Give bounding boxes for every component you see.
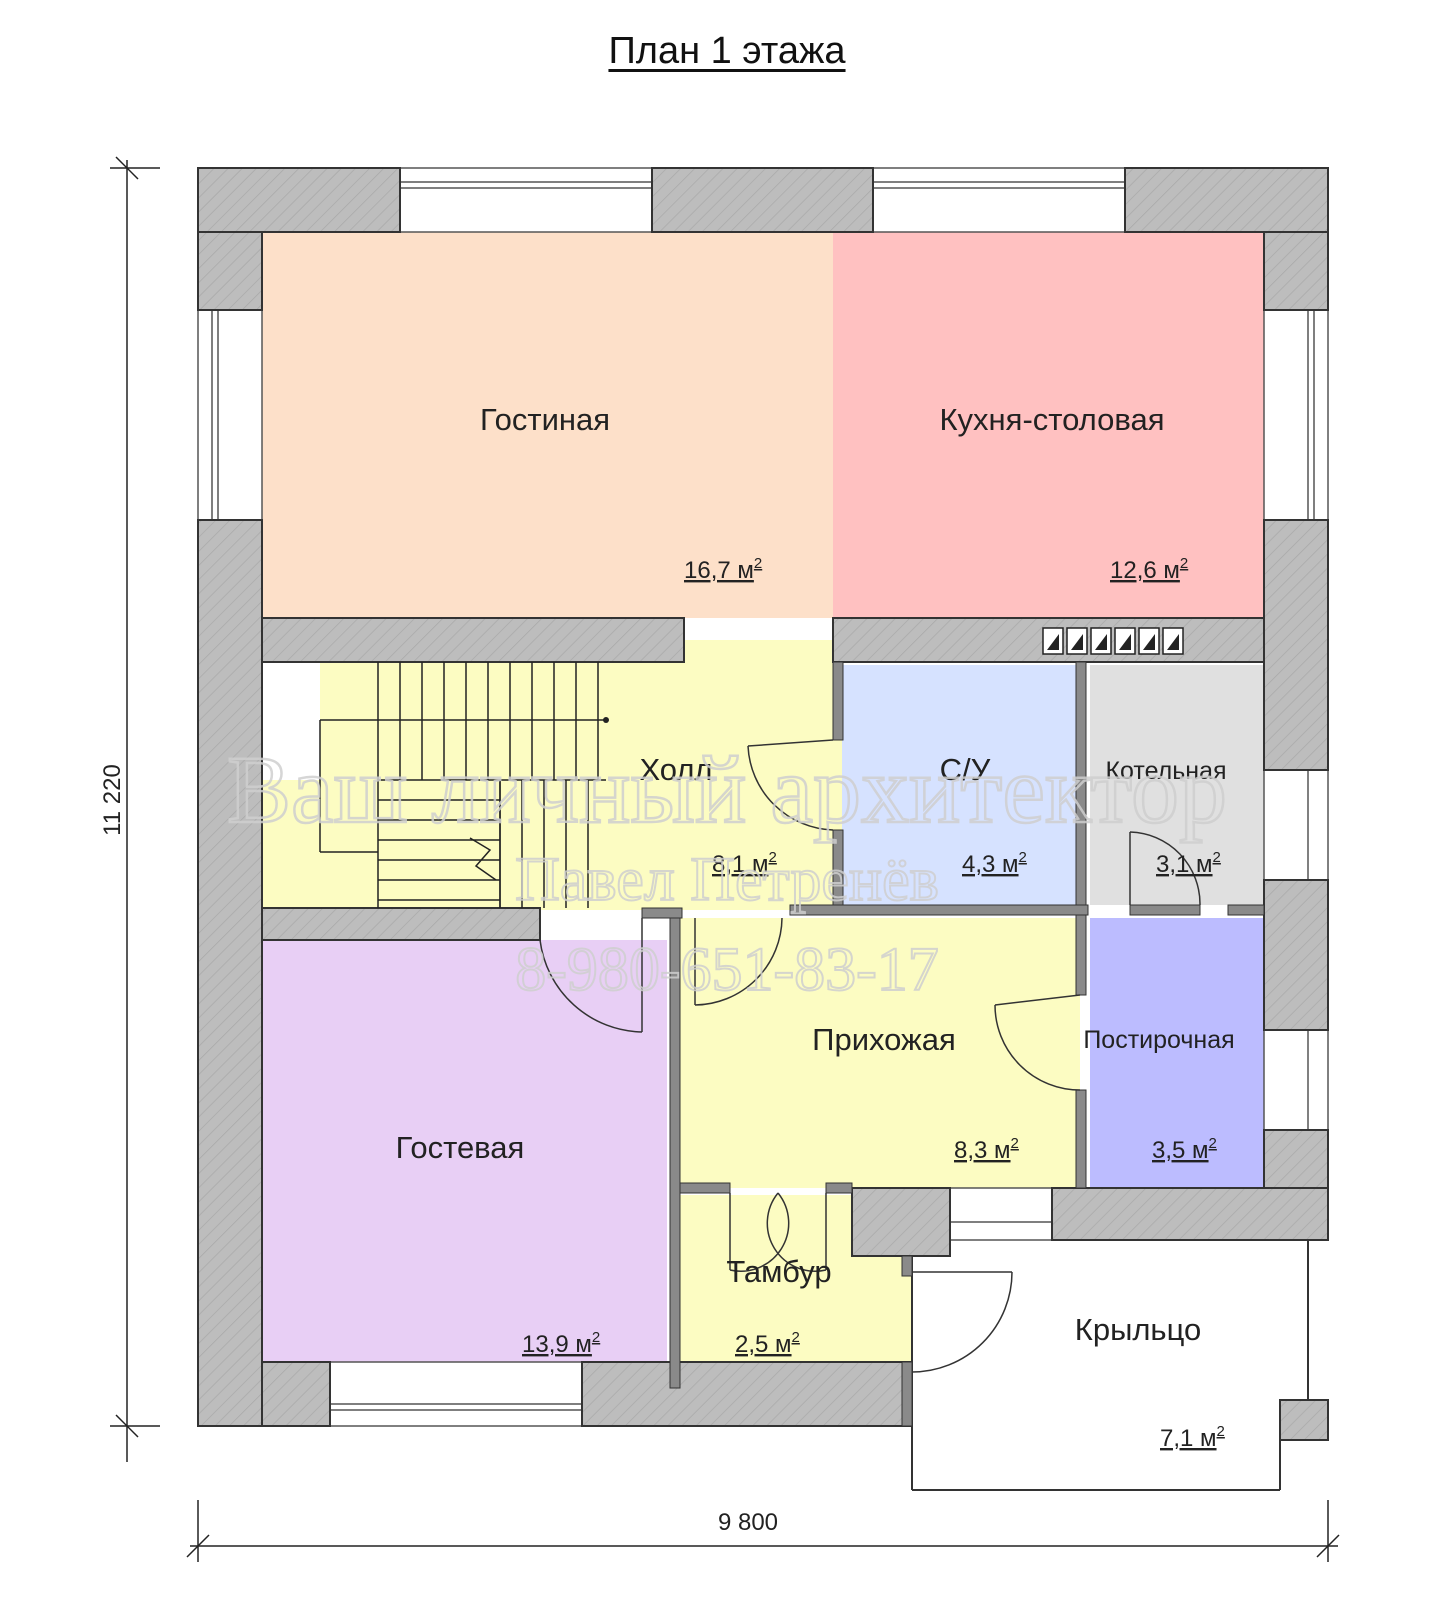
room-fill-hall bbox=[262, 640, 842, 910]
room-name-wc: С/У bbox=[940, 752, 991, 787]
room-fill-living bbox=[262, 232, 833, 618]
partitions bbox=[641, 661, 1265, 1389]
room-area-guest: 13,9 м2 bbox=[522, 1329, 600, 1358]
vent-duct-mark bbox=[1047, 634, 1059, 650]
door-frames bbox=[901, 1255, 913, 1427]
vent-duct bbox=[1138, 627, 1160, 655]
room-area-kitchen: 12,6 м2 bbox=[1110, 555, 1188, 584]
vent-duct-mark bbox=[1071, 634, 1083, 650]
room-name-living: Гостиная bbox=[480, 402, 610, 437]
dimension-lines bbox=[110, 156, 1340, 1562]
room-area-entry: 8,3 м2 bbox=[954, 1135, 1019, 1164]
room-name-entry: Прихожая bbox=[812, 1022, 956, 1057]
room-area-vestibule: 2,5 м2 bbox=[735, 1329, 800, 1358]
room-area-boiler: 3,1 м2 bbox=[1156, 849, 1221, 878]
room-name-boiler: Котельная bbox=[1105, 757, 1226, 785]
exterior-walls bbox=[197, 167, 1329, 1427]
vent-duct-mark bbox=[1095, 634, 1107, 650]
stair-well bbox=[262, 640, 320, 780]
vent-duct-mark bbox=[1167, 634, 1179, 650]
ventilation-ducts bbox=[1042, 627, 1184, 655]
room-fill-entry bbox=[680, 918, 1080, 1188]
vent-duct bbox=[1114, 627, 1136, 655]
room-fill-wc bbox=[842, 665, 1077, 905]
room-name-porch: Крыльцо bbox=[1075, 1312, 1201, 1347]
staircase bbox=[319, 662, 606, 908]
room-area-laundry: 3,5 м2 bbox=[1152, 1135, 1217, 1164]
room-area-wc: 4,3 м2 bbox=[962, 849, 1027, 878]
stair-break-line bbox=[469, 837, 497, 881]
vent-duct bbox=[1066, 627, 1088, 655]
porch-outline bbox=[911, 1240, 1329, 1491]
dimension-width: 9 800 bbox=[718, 1509, 778, 1536]
room-name-guest: Гостевая bbox=[396, 1130, 525, 1165]
watermark-line-2: Павел Петренёв bbox=[515, 846, 939, 914]
watermark-line-1: Ваш личный архитектор bbox=[227, 736, 1227, 843]
room-area-living: 16,7 м2 bbox=[684, 555, 762, 584]
page-title: План 1 этажа bbox=[608, 30, 846, 72]
vent-duct-mark bbox=[1143, 634, 1155, 650]
interior-walls bbox=[261, 617, 1265, 941]
vent-duct bbox=[1162, 627, 1184, 655]
watermark: Ваш личный архитектор Павел Петренёв 8-9… bbox=[226, 735, 1228, 1005]
room-name-kitchen: Кухня-столовая bbox=[939, 402, 1164, 437]
dimension-height: 11 220 bbox=[99, 764, 126, 836]
room-fill-boiler bbox=[1090, 665, 1264, 905]
watermark-line-3: 8-980-651-83-17 bbox=[515, 936, 939, 1004]
doors bbox=[539, 739, 1201, 1373]
room-fill-laundry bbox=[1090, 918, 1264, 1188]
room-area-hall: 8,1 м2 bbox=[712, 849, 777, 878]
vent-duct bbox=[1090, 627, 1112, 655]
room-area-porch: 7,1 м2 bbox=[1160, 1423, 1225, 1452]
room-fill-guest bbox=[262, 940, 667, 1362]
room-name-laundry: Постирочная bbox=[1083, 1026, 1234, 1054]
room-name-hall: Холл bbox=[639, 752, 712, 787]
room-name-vestibule: Тамбур bbox=[726, 1254, 831, 1289]
vent-duct-mark bbox=[1119, 634, 1131, 650]
stair-arrow-dot bbox=[603, 717, 609, 723]
vent-duct bbox=[1042, 627, 1064, 655]
room-fill-kitchen bbox=[833, 232, 1264, 618]
windows bbox=[197, 167, 1329, 1427]
